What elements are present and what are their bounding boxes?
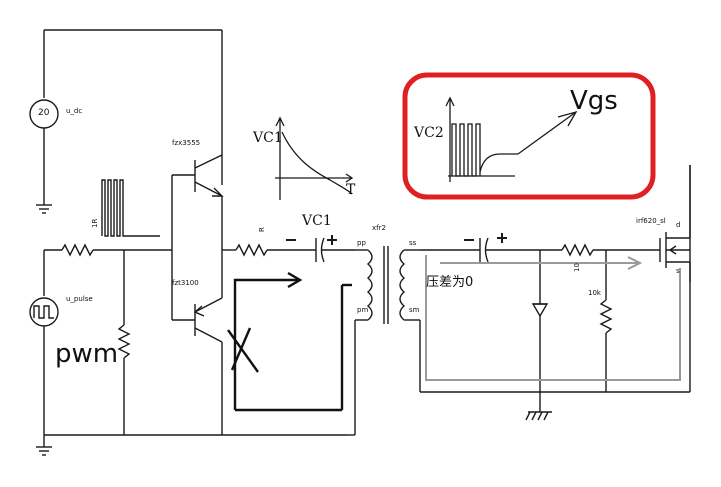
secondary-top-pin: ss bbox=[409, 239, 417, 247]
dc-value-label: 20 bbox=[38, 108, 50, 118]
vgs-label: Vgs bbox=[570, 86, 618, 116]
primary-top-pin: pp bbox=[357, 239, 366, 247]
vc1-graph-label: VC1 bbox=[253, 130, 283, 146]
vc1-cap-label: VC1 bbox=[302, 213, 332, 229]
series-resistor-label: 10 bbox=[573, 263, 581, 272]
vgs-highlight-box bbox=[402, 72, 656, 200]
primary-loop bbox=[227, 271, 352, 412]
secondary-loop bbox=[425, 255, 681, 381]
mosfet-drain-pin: d bbox=[676, 221, 681, 229]
pulldown-resistor-label: 10k bbox=[588, 289, 601, 297]
transformer-label: xfr2 bbox=[372, 224, 386, 232]
zero-voltage-note: 压差为0 bbox=[426, 275, 474, 290]
polarity-marks bbox=[286, 233, 507, 245]
primary-bottom-pin: pm bbox=[357, 306, 369, 314]
pulse-source-label: u_pulse bbox=[66, 295, 93, 303]
npn-label: fzx3555 bbox=[172, 139, 201, 147]
gate-resistor-label: R bbox=[258, 227, 266, 232]
input-resistor-label: 1R bbox=[91, 218, 99, 228]
secondary-bottom-pin: sm bbox=[409, 306, 420, 314]
mosfet-label: irf620_sl bbox=[636, 217, 666, 225]
pnp-label: fzt3100 bbox=[172, 279, 199, 287]
mosfet-source-pin: s bbox=[676, 267, 680, 275]
vc2-graph-label: VC2 bbox=[414, 125, 444, 141]
pwm-label: pwm bbox=[55, 339, 119, 369]
vc1-graph bbox=[275, 116, 354, 200]
dc-source-label: u_dc bbox=[66, 107, 83, 115]
vc2-graph bbox=[445, 96, 578, 182]
t-axis-label: T bbox=[346, 182, 356, 198]
